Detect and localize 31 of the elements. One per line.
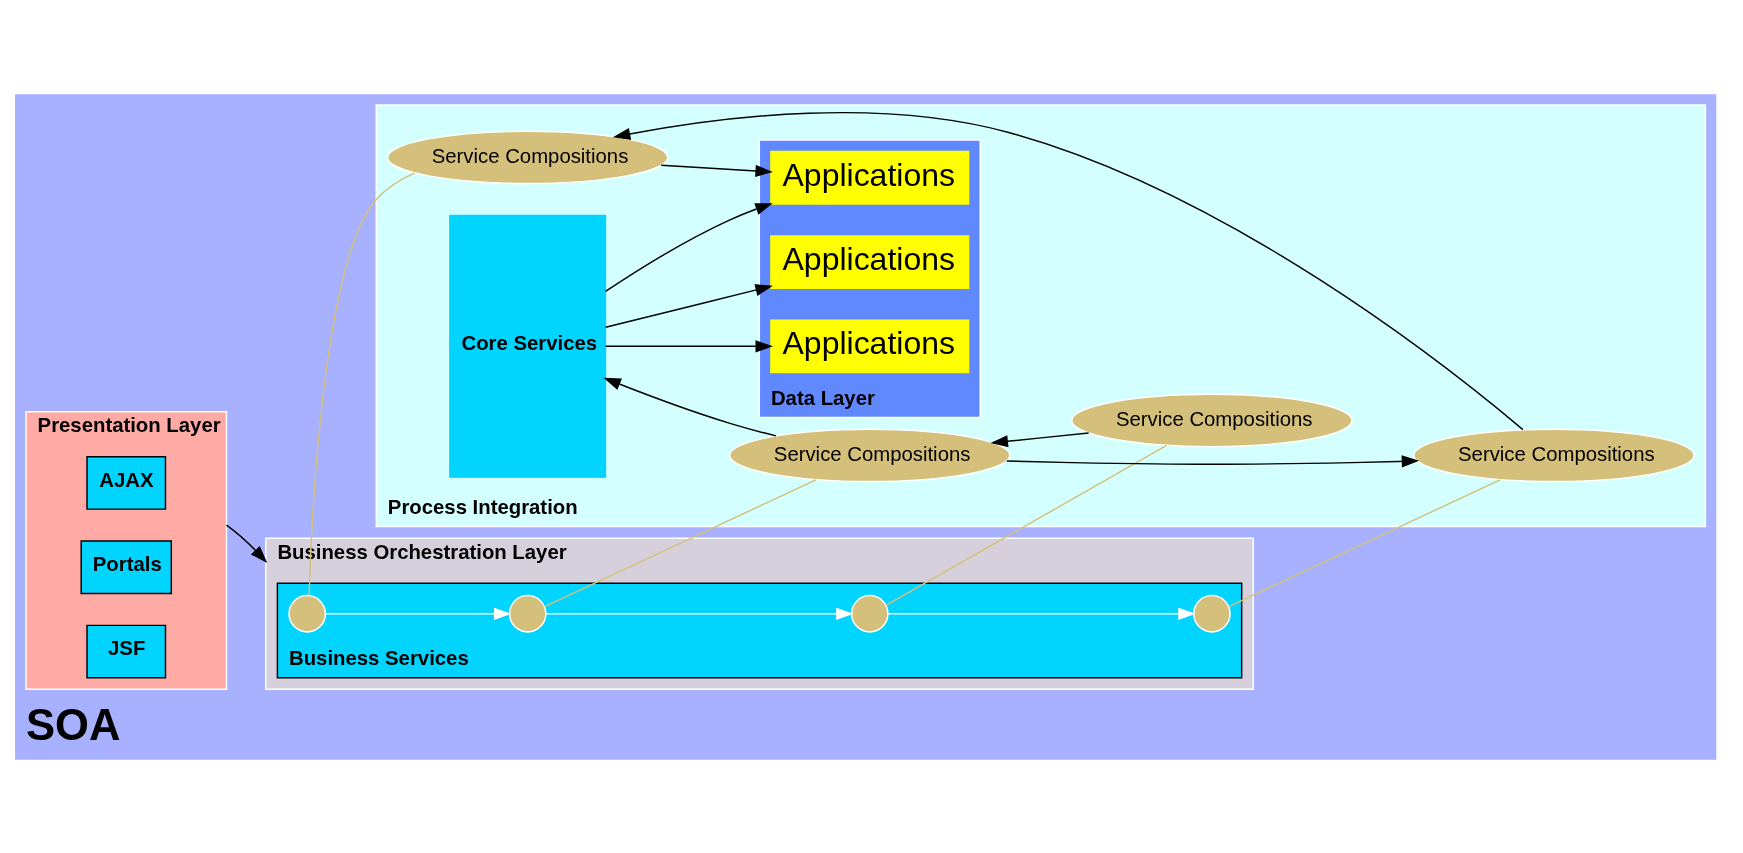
cluster: Business Services [276, 582, 1243, 678]
node-circle [508, 594, 547, 633]
arrow [660, 164, 773, 177]
node-box: Core Services [449, 214, 607, 478]
node-circle [288, 594, 327, 633]
arrow [225, 523, 268, 563]
node-circle [1193, 594, 1231, 633]
node-box: JSF [86, 624, 167, 678]
arrow [612, 111, 1524, 430]
arrow [604, 202, 773, 292]
arrow [325, 607, 512, 620]
arrow [604, 283, 773, 328]
arrow [545, 607, 854, 620]
node-ellipse: Service Compositions [386, 130, 669, 184]
node-ellipse: Service Compositions [1071, 393, 1353, 447]
node-box: Portals [80, 539, 172, 594]
connector [1228, 478, 1501, 607]
node-box: Applications [770, 318, 970, 373]
node-circle [850, 594, 889, 633]
node-ellipse: Service Compositions [1413, 427, 1695, 482]
arrow [603, 377, 777, 437]
node-box: Applications [770, 150, 970, 205]
connector [543, 478, 817, 607]
node-box: AJAX [86, 455, 167, 510]
arrow [604, 339, 773, 352]
node-box: Applications [770, 234, 970, 289]
arrow [1006, 454, 1420, 467]
arrow [990, 431, 1090, 447]
connector [885, 444, 1168, 606]
arrow [887, 607, 1196, 620]
connector [308, 171, 416, 596]
